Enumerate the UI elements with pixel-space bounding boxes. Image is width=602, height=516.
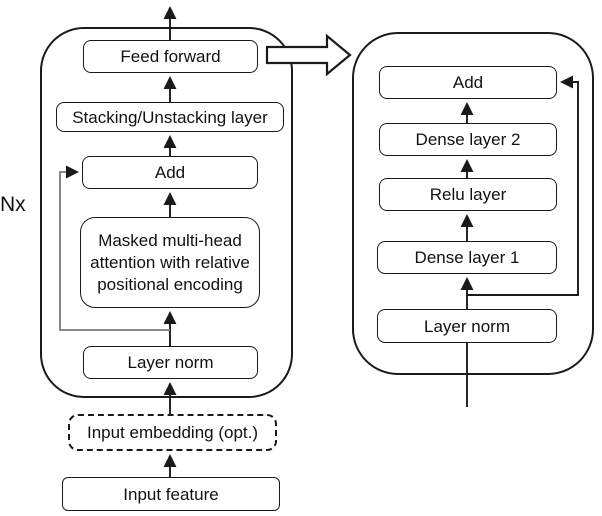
left-skip-connection xyxy=(59,165,170,331)
stacking-unstacking-box: Stacking/Unstacking layer xyxy=(56,102,284,132)
layer-norm-box-right: Layer norm xyxy=(377,309,557,343)
add-box-right: Add xyxy=(379,66,557,99)
relu-layer-box: Relu layer xyxy=(379,178,557,211)
input-feature-box: Input feature xyxy=(62,477,280,511)
layer-norm-box-left: Layer norm xyxy=(83,346,258,379)
input-embedding-box: Input embedding (opt.) xyxy=(68,414,277,451)
expand-arrow-icon xyxy=(265,33,352,77)
dense-layer-2-box: Dense layer 2 xyxy=(379,123,557,156)
add-box-left: Add xyxy=(82,156,258,189)
right-skip-connection xyxy=(467,75,579,296)
nx-repeat-label: Nx xyxy=(0,193,26,216)
feed-forward-box: Feed forward xyxy=(83,40,258,73)
dense-layer-1-box: Dense layer 1 xyxy=(377,241,557,274)
masked-attention-box: Masked multi-head attention with relativ… xyxy=(80,217,260,308)
